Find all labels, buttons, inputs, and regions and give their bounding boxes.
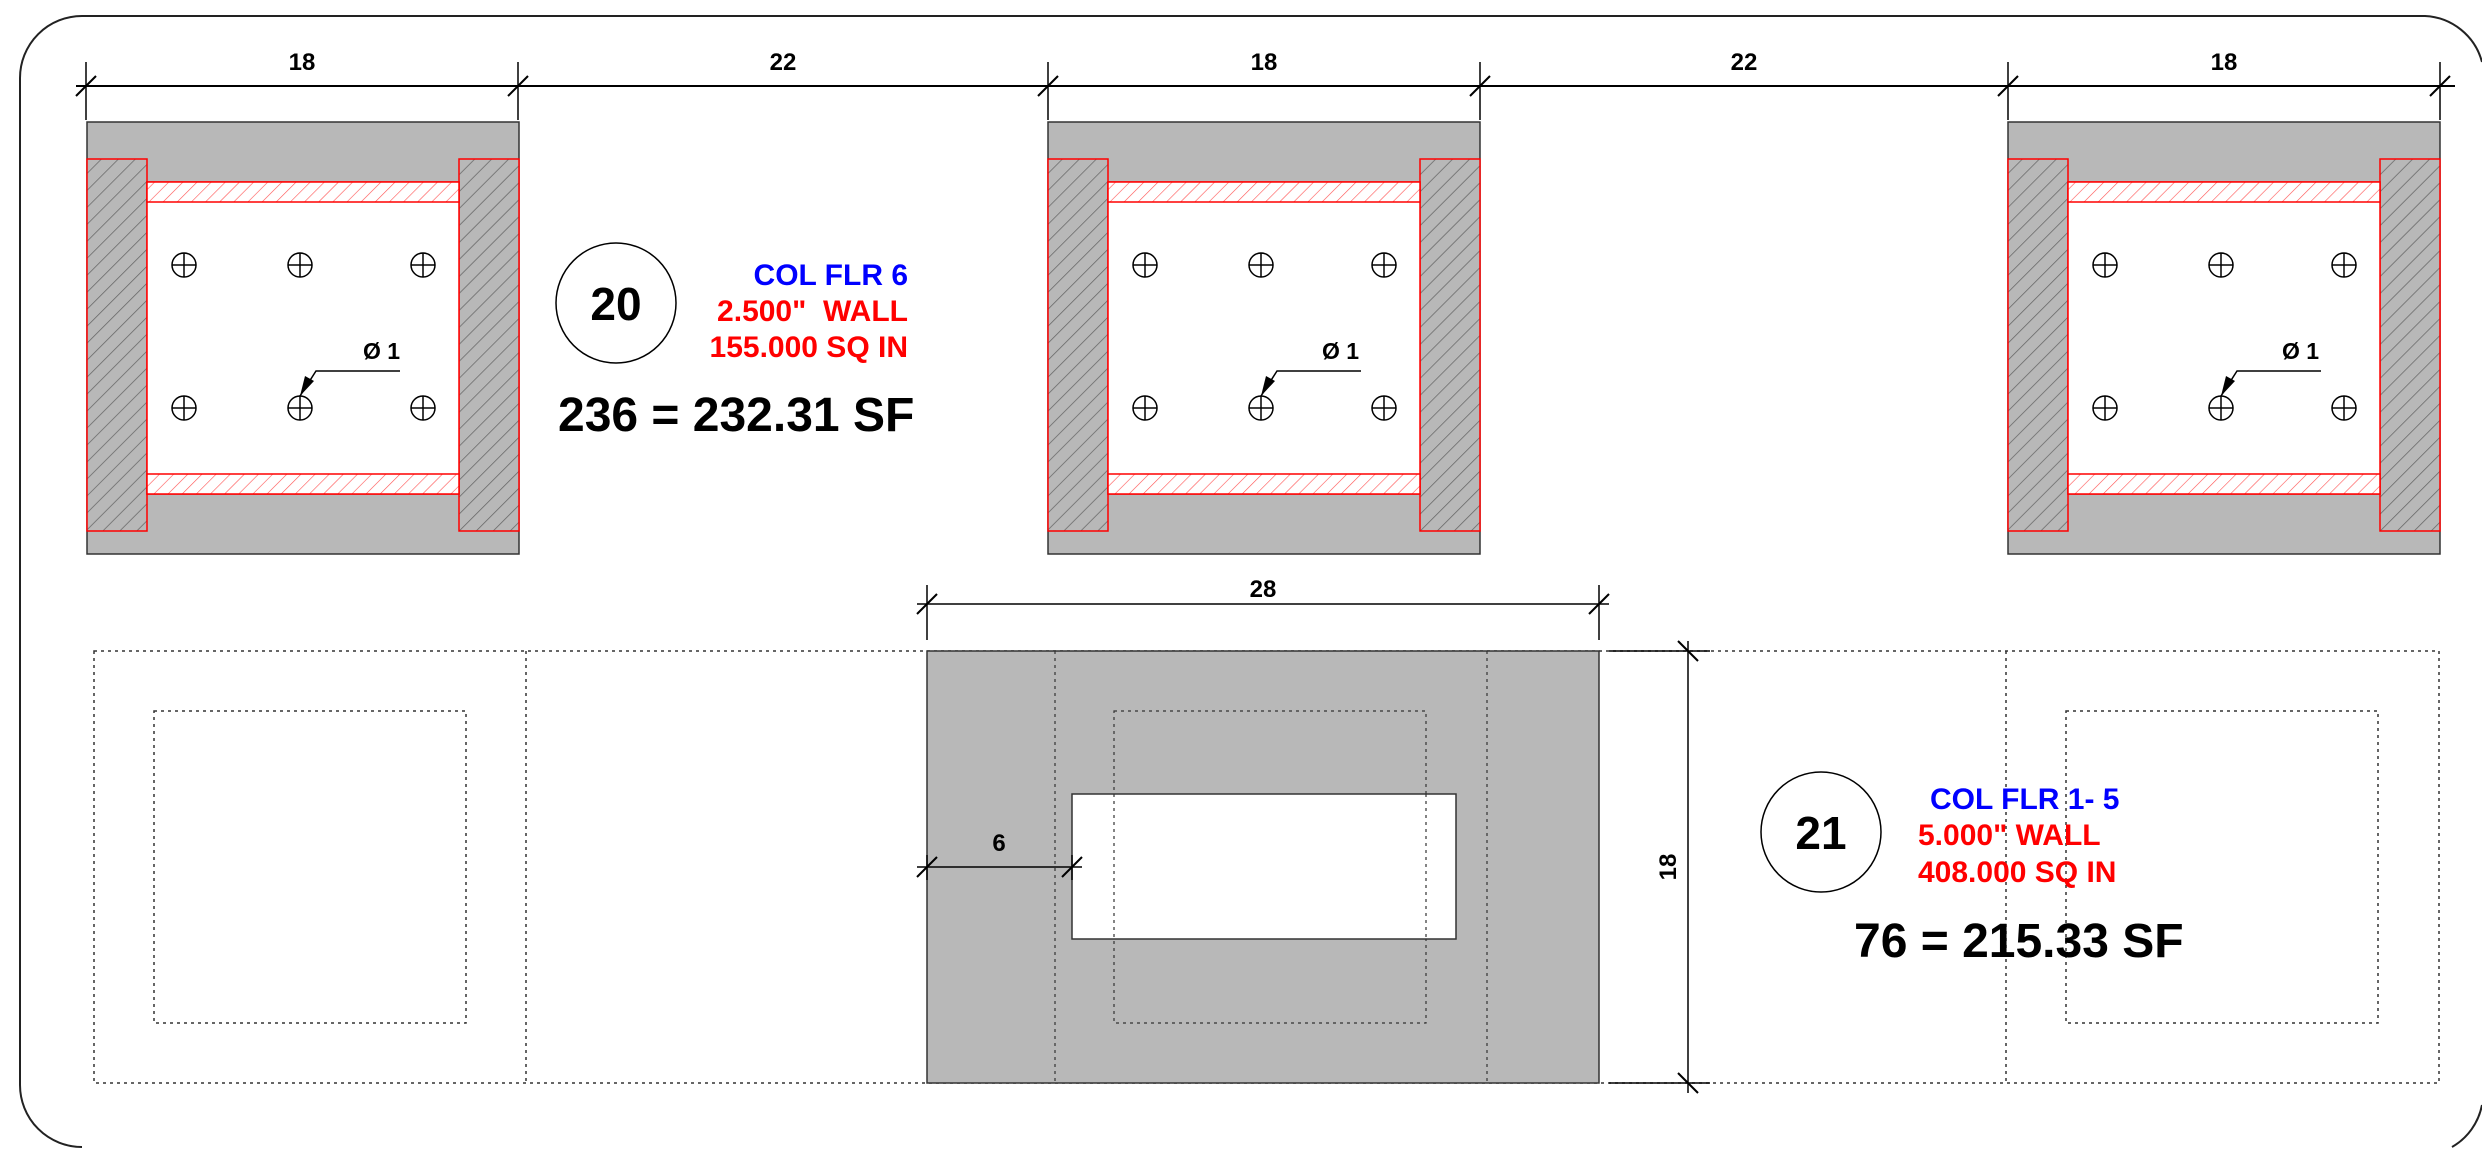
column-section-3 [2007,121,2441,555]
top-dim-2: 22 [770,49,797,76]
top-dim-4: 22 [1731,49,1758,76]
sheet-border [1185,15,2482,63]
diameter-label-3: Ø 1 [2282,338,2319,364]
top-dim-5: 18 [2211,49,2238,76]
detail-bubble-20 [555,242,677,364]
dim-offset-label: 6 [992,830,1005,857]
detail-20-floor: COL FLR 6 [754,259,908,292]
top-dimension-line [75,62,2455,120]
dim-offset [916,855,1083,880]
diameter-label-1: Ø 1 [363,338,400,364]
dim-slab-height [1609,640,1710,1094]
central-slab [926,650,1600,1084]
sheet-border-bottom-right [2451,1104,2482,1148]
detail-21-wall: 5.000" WALL [1918,819,2101,852]
dim-slab-width [916,585,1610,640]
slab-opening [1071,793,1457,940]
detail-number-21: 21 [1795,807,1846,859]
detail-20-total: 236 = 232.31 SF [558,389,914,442]
top-dim-1: 18 [289,49,316,76]
detail-21-area: 408.000 SQ IN [1918,856,2116,889]
detail-21-total: 76 = 215.33 SF [1854,915,2184,968]
dim-slab-height-label: 18 [1655,854,1682,881]
detail-number-20: 20 [590,278,641,330]
diameter-label-2: Ø 1 [1322,338,1359,364]
column-section-2 [1047,121,1481,555]
detail-20-area: 155.000 SQ IN [710,331,908,364]
top-dim-3: 18 [1251,49,1278,76]
sheet-border-left [19,15,1185,1148]
dim-slab-width-label: 28 [1250,576,1277,603]
detail-21-floor: COL FLR 1- 5 [1930,783,2119,816]
column-section-1 [86,121,520,555]
detail-bubble-21 [1760,771,1882,893]
detail-20-wall: 2.500" WALL [717,295,908,328]
